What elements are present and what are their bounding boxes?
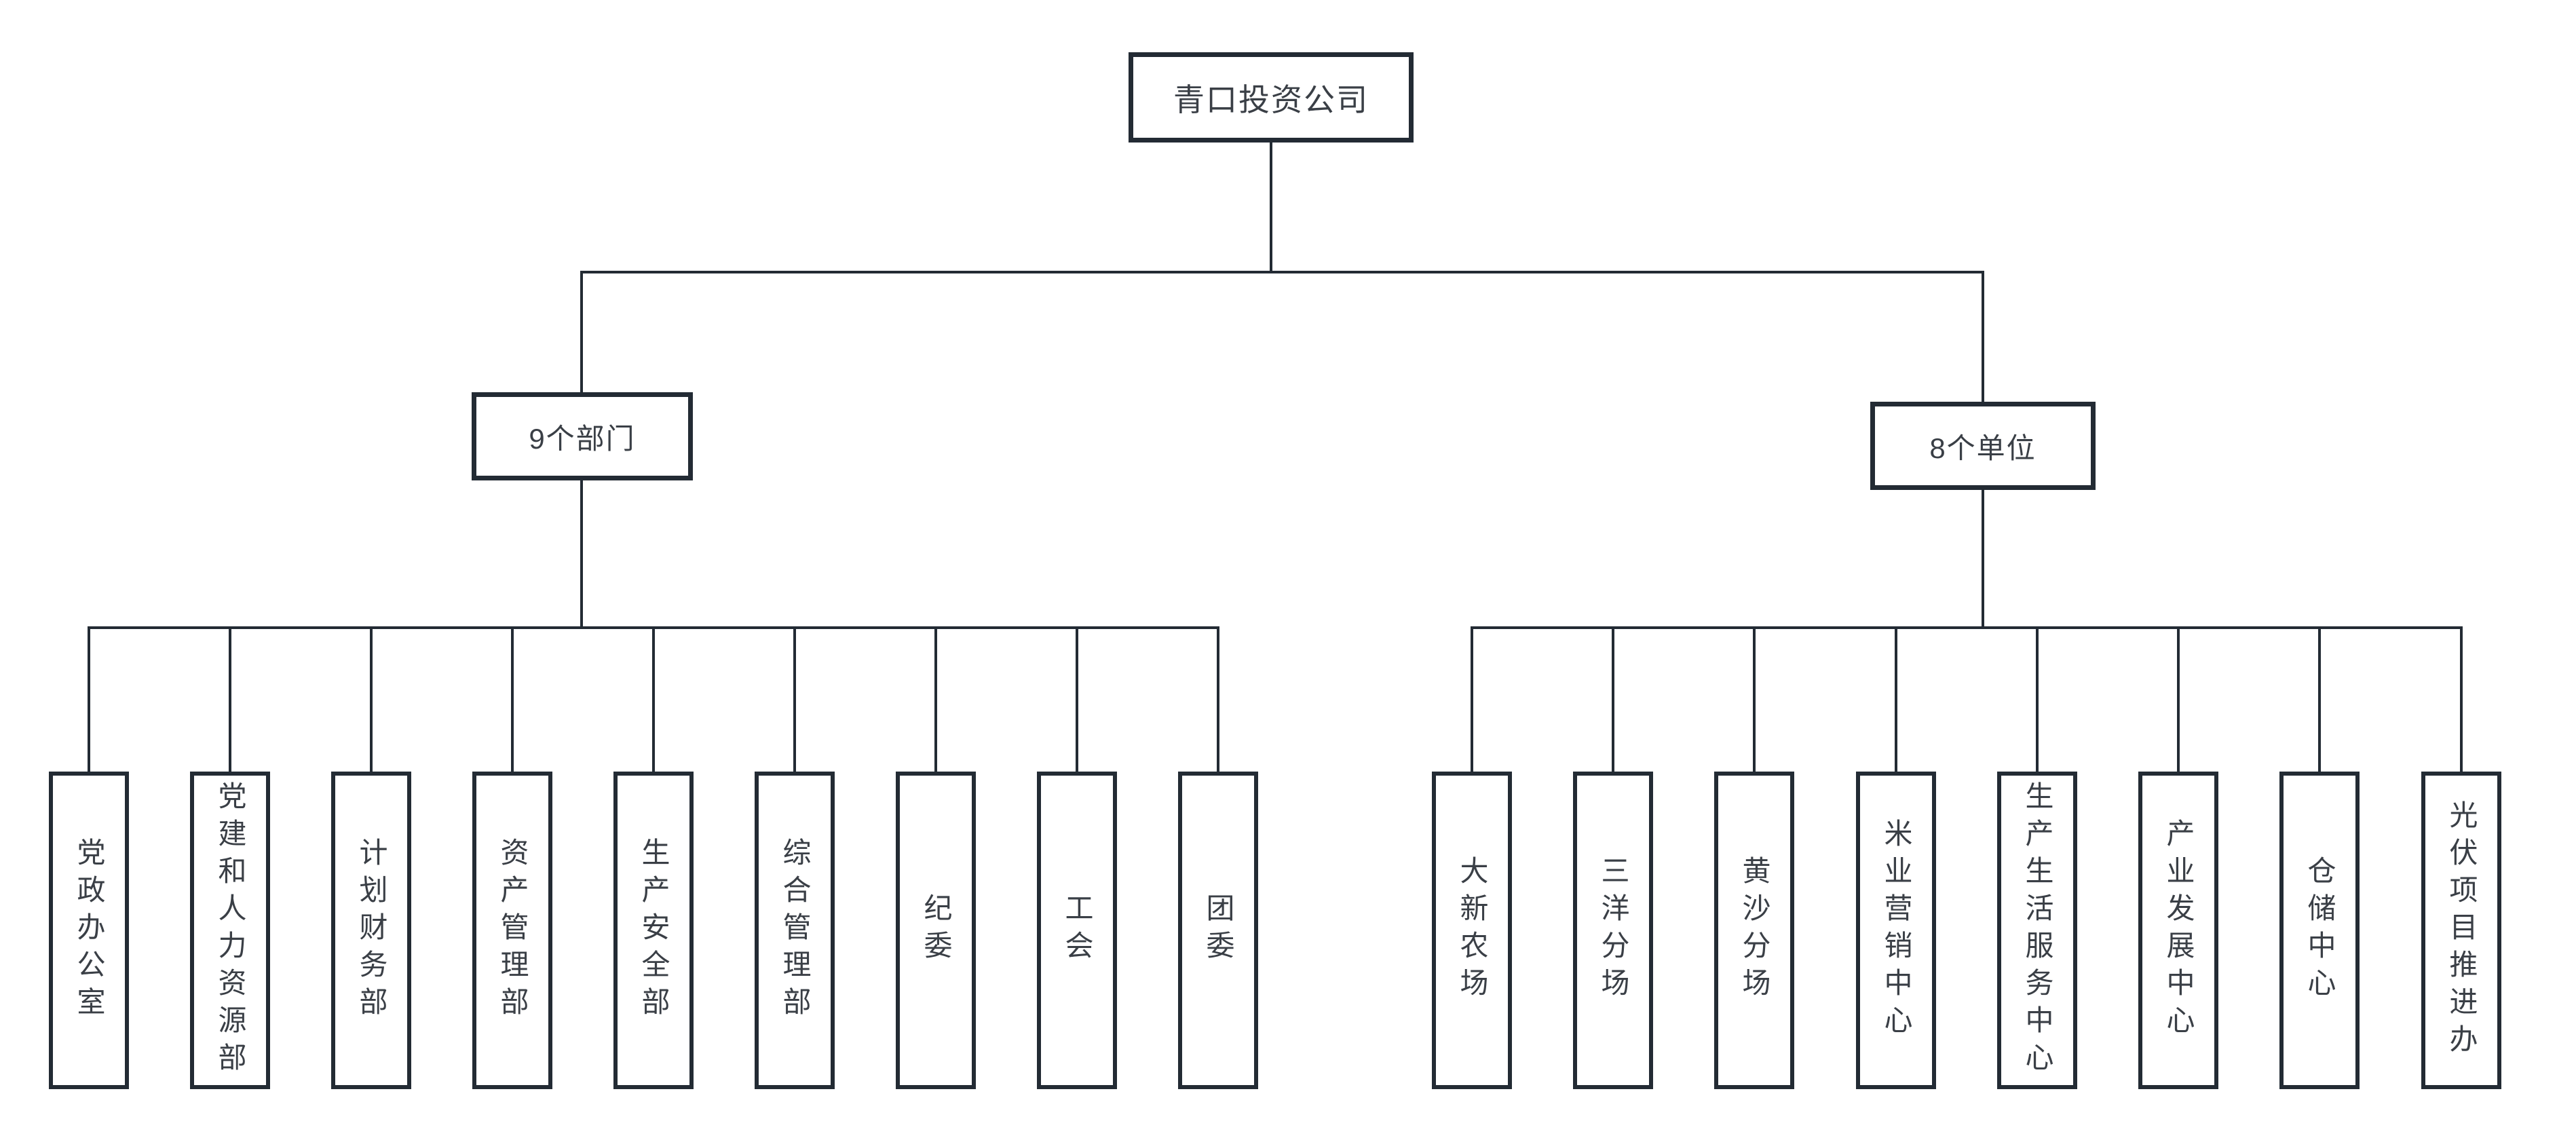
org-node: 生产安全部 xyxy=(613,772,694,1089)
org-node-label: 大新农场 xyxy=(1456,856,1488,1005)
org-node-label: 综合管理部 xyxy=(779,837,811,1024)
org-node: 工会 xyxy=(1037,772,1117,1089)
connector-drop-leaf xyxy=(1471,626,1473,772)
org-node: 计划财务部 xyxy=(331,772,411,1089)
org-node-label: 党政办公室 xyxy=(73,837,105,1024)
connector-drop-leaf xyxy=(1217,626,1219,772)
branch-units-label: 8个单位 xyxy=(1929,432,2037,464)
org-node-label: 生产安全部 xyxy=(638,837,670,1024)
org-node-label: 工会 xyxy=(1061,893,1093,968)
connector-drop-departments xyxy=(580,271,583,392)
org-node-label: 纪委 xyxy=(920,893,952,968)
connector-drop-leaf xyxy=(652,626,655,772)
connector-drop-leaf xyxy=(2318,626,2321,772)
connector-drop-leaf xyxy=(1753,626,1756,772)
branch-departments-label: 9个部门 xyxy=(529,422,636,455)
org-node: 综合管理部 xyxy=(755,772,835,1089)
root-node-label: 青口投资公司 xyxy=(1173,81,1369,117)
org-node: 生产生活服务中心 xyxy=(1997,772,2077,1089)
connector-level1-horizontal xyxy=(580,271,1984,273)
connector-drop-leaf xyxy=(88,626,90,772)
org-node: 党建和人力资源部 xyxy=(190,772,270,1089)
org-node: 大新农场 xyxy=(1432,772,1512,1089)
org-node: 米业营销中心 xyxy=(1856,772,1936,1089)
connector-drop-leaf xyxy=(2460,626,2463,772)
connector-drop-leaf xyxy=(934,626,937,772)
connector-drop-leaf xyxy=(511,626,514,772)
org-node: 黄沙分场 xyxy=(1714,772,1794,1089)
connector-drop-leaf xyxy=(1612,626,1614,772)
connector-drop-leaf xyxy=(793,626,796,772)
org-node-label: 黄沙分场 xyxy=(1739,856,1770,1005)
org-node: 资产管理部 xyxy=(472,772,552,1089)
org-node-label: 三洋分场 xyxy=(1597,856,1629,1005)
connector-drop-leaf xyxy=(1895,626,1897,772)
org-node-label: 米业营销中心 xyxy=(1880,818,1912,1042)
connector-units-vertical xyxy=(1982,490,1984,629)
branch-node-departments: 9个部门 xyxy=(472,392,693,480)
org-node: 团委 xyxy=(1178,772,1258,1089)
org-node: 产业发展中心 xyxy=(2138,772,2218,1089)
org-node-label: 计划财务部 xyxy=(356,837,387,1024)
org-node: 纪委 xyxy=(896,772,976,1089)
org-node-label: 团委 xyxy=(1202,893,1234,968)
connector-drop-leaf xyxy=(229,626,231,772)
connector-drop-leaf xyxy=(1076,626,1078,772)
org-node-label: 光伏项目推进办 xyxy=(2446,799,2478,1061)
branch-node-units: 8个单位 xyxy=(1870,402,2096,490)
org-node-label: 生产生活服务中心 xyxy=(2022,781,2053,1080)
connector-drop-leaf xyxy=(2036,626,2039,772)
org-node-label: 产业发展中心 xyxy=(2163,818,2195,1042)
org-node-label: 党建和人力资源部 xyxy=(214,781,246,1080)
connector-root-vertical xyxy=(1270,143,1272,273)
root-node-company: 青口投资公司 xyxy=(1129,52,1414,143)
connector-drop-units xyxy=(1982,271,1984,402)
connector-units-horizontal xyxy=(1471,626,2463,629)
connector-drop-leaf xyxy=(2177,626,2180,772)
org-node-label: 仓储中心 xyxy=(2304,856,2336,1005)
org-node: 三洋分场 xyxy=(1573,772,1653,1089)
connector-drop-leaf xyxy=(370,626,373,772)
org-node: 仓储中心 xyxy=(2279,772,2360,1089)
org-node: 党政办公室 xyxy=(49,772,129,1089)
connector-departments-vertical xyxy=(580,480,583,629)
org-node: 光伏项目推进办 xyxy=(2421,772,2501,1089)
org-node-label: 资产管理部 xyxy=(497,837,529,1024)
